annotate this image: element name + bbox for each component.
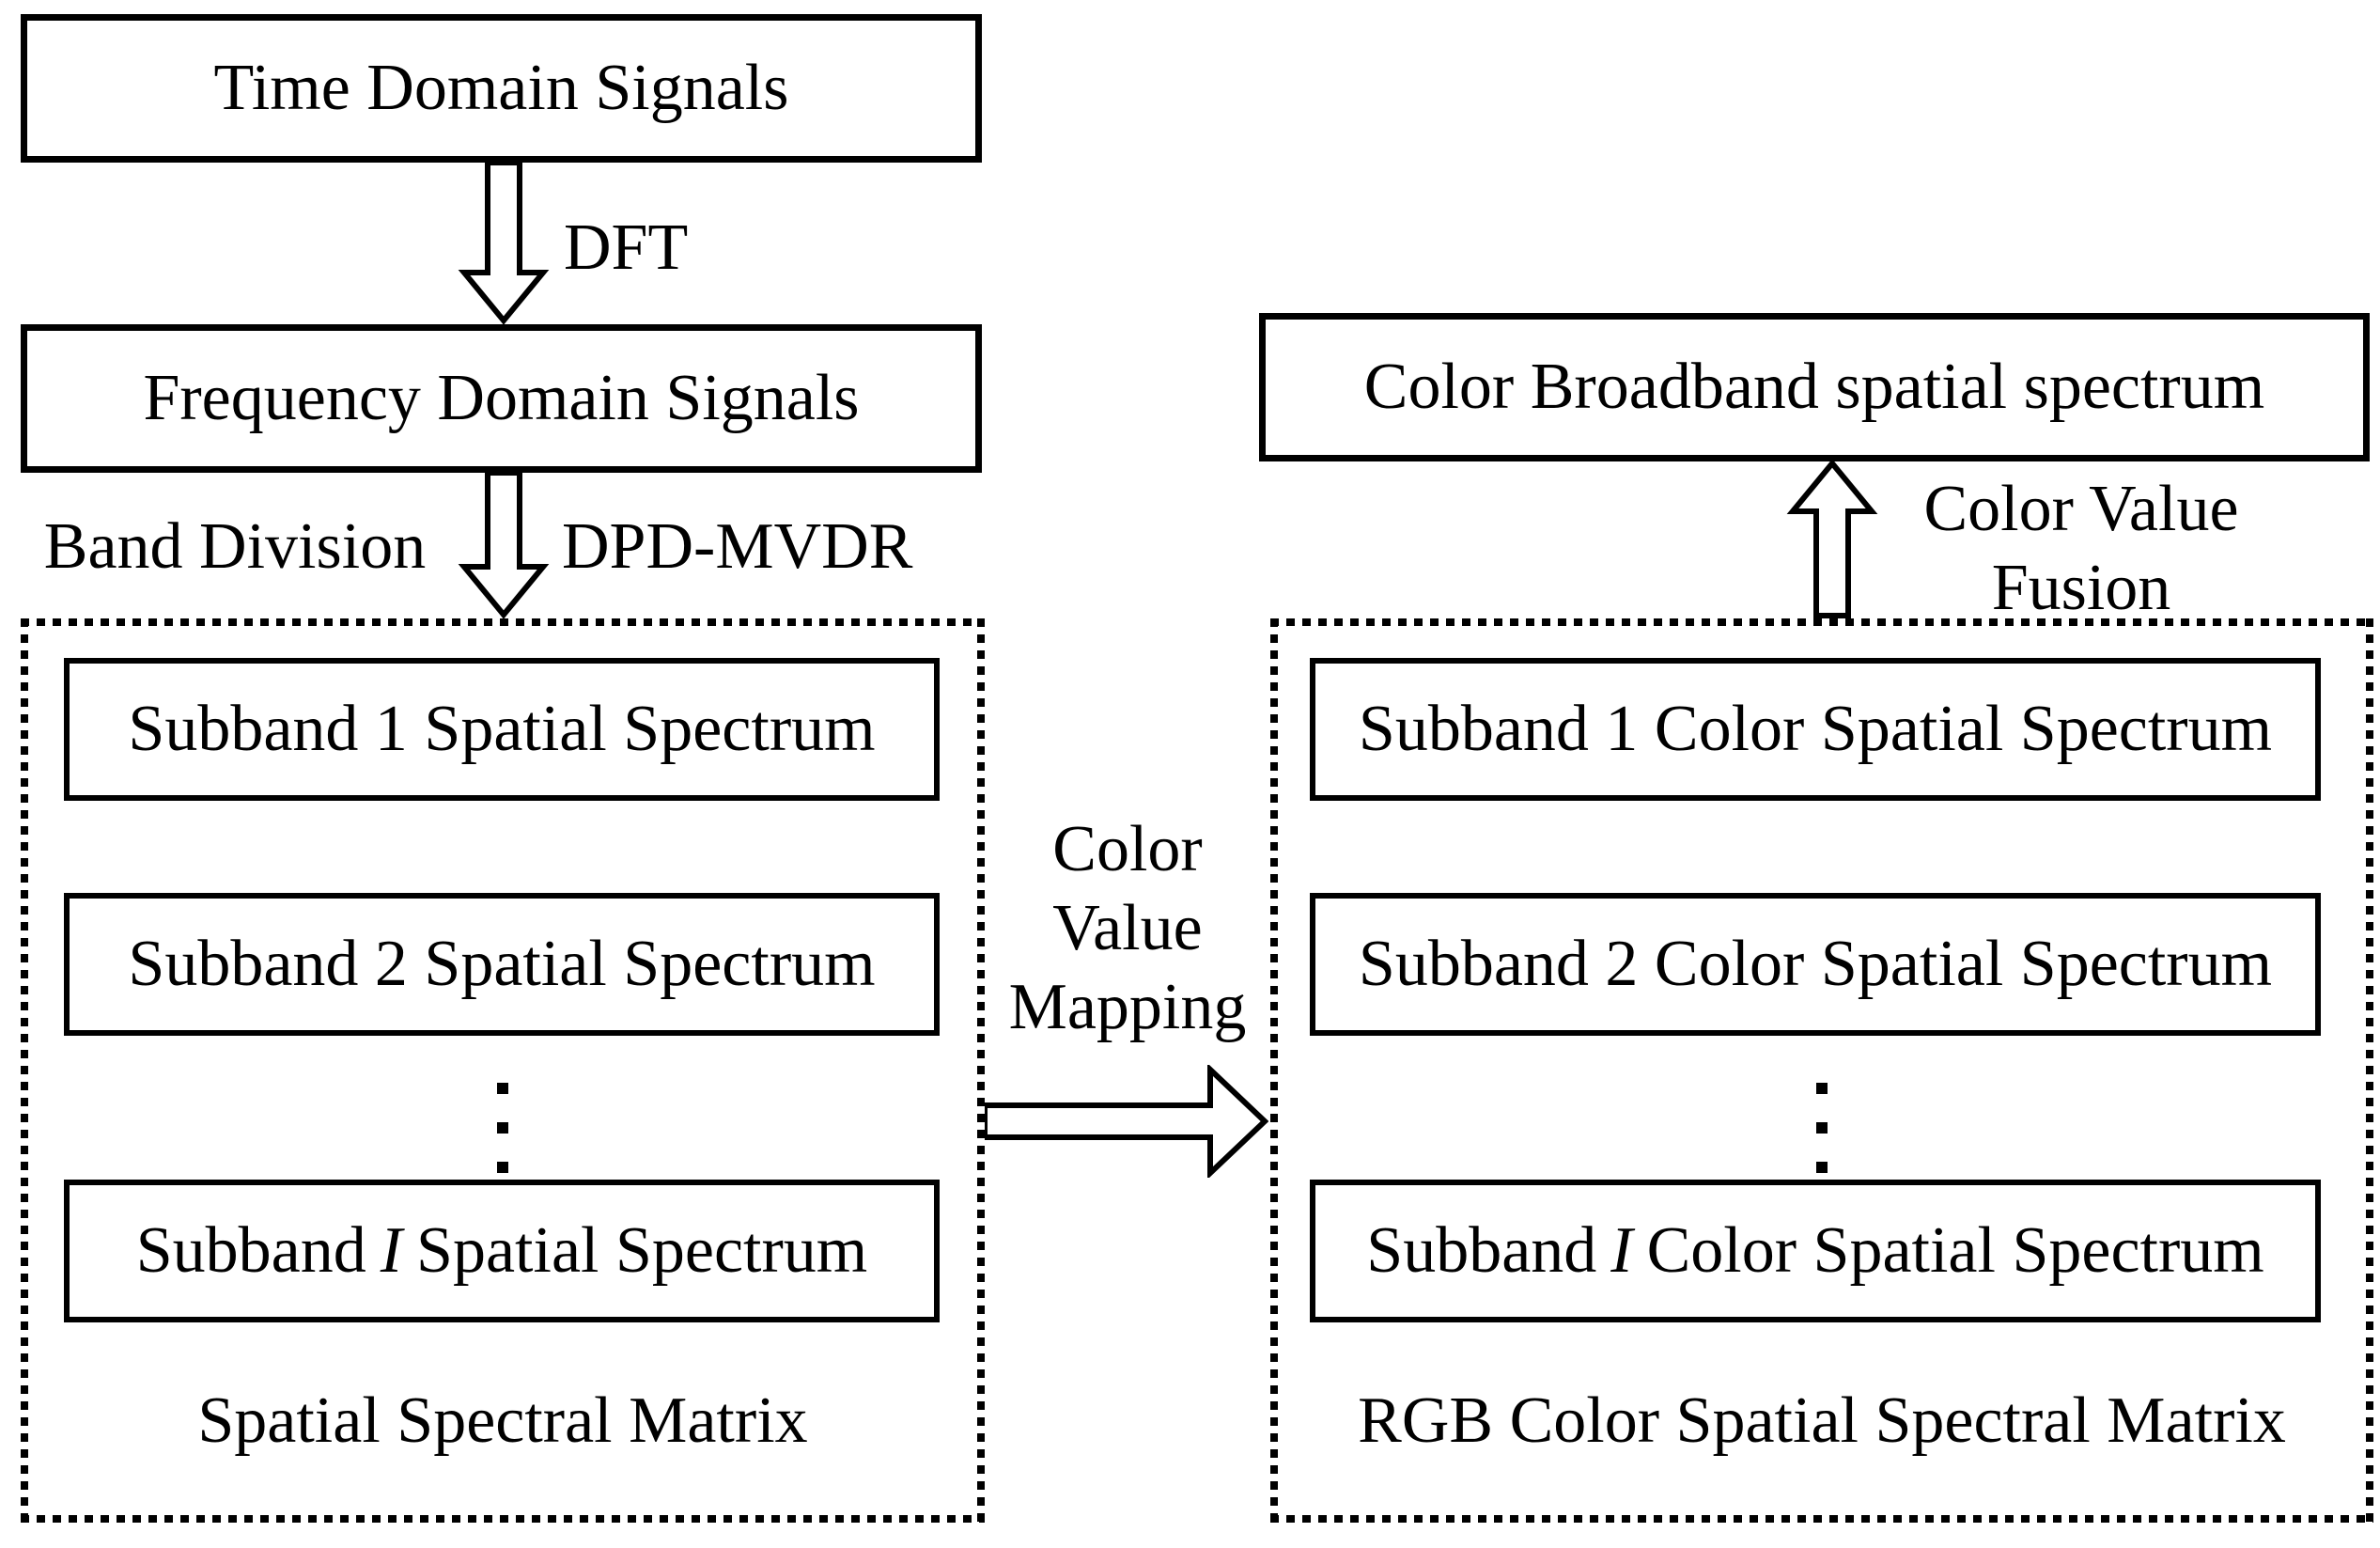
color-broadband-spatial-spectrum-label: Color Broadband spatial spectrum	[1363, 351, 2265, 424]
subband-2-spatial-spectrum-label: Subband 2 Spatial Spectrum	[128, 928, 876, 1001]
subband-1-color-spatial-spectrum-box: Subband 1 Color Spatial Spectrum	[1310, 658, 2321, 801]
subband-i-suffix: Spatial Spectrum	[416, 1214, 868, 1288]
fusion-line-1: Color Value	[1923, 473, 2239, 545]
subband-i-color-suffix: Color Spatial Spectrum	[1646, 1214, 2264, 1288]
subband-i-color-prefix: Subband	[1366, 1214, 1597, 1288]
dft-label: DFT	[564, 211, 689, 284]
subband-2-color-spatial-spectrum-label: Subband 2 Color Spatial Spectrum	[1358, 928, 2273, 1001]
subband-2-spatial-spectrum-box: Subband 2 Spatial Spectrum	[64, 893, 940, 1036]
subband-i-prefix: Subband	[135, 1214, 366, 1288]
ellipsis-dot	[1816, 1122, 1828, 1134]
subband-1-color-spatial-spectrum-label: Subband 1 Color Spatial Spectrum	[1358, 693, 2273, 766]
subband-1-spatial-spectrum-label: Subband 1 Spatial Spectrum	[128, 693, 876, 766]
subband-2-color-spatial-spectrum-box: Subband 2 Color Spatial Spectrum	[1310, 893, 2321, 1036]
ellipsis-dot	[1816, 1162, 1828, 1173]
vertical-ellipsis-icon	[1816, 1083, 1828, 1173]
subband-i-index: I	[380, 1214, 403, 1288]
dpd-mvdr-label: DPD-MVDR	[562, 510, 913, 583]
color-value-mapping-label: Color Value Mapping	[985, 810, 1270, 1047]
ellipsis-dot	[497, 1162, 508, 1173]
color-value-fusion-label: Color Value Fusion	[1879, 470, 2283, 628]
dft-arrow-icon	[458, 163, 550, 324]
subband-1-spatial-spectrum-box: Subband 1 Spatial Spectrum	[64, 658, 940, 801]
mapping-line-1: Color	[1052, 813, 1203, 885]
ellipsis-dot	[497, 1122, 508, 1134]
ellipsis-dot	[497, 1083, 508, 1094]
rgb-color-spatial-spectral-matrix-caption: RGB Color Spatial Spectral Matrix	[1358, 1384, 2286, 1457]
band-division-label: Band Division	[43, 510, 427, 583]
dpd-mvdr-arrow-icon	[458, 473, 550, 618]
mapping-line-3: Mapping	[1008, 971, 1247, 1043]
ellipsis-dot	[1816, 1083, 1828, 1094]
frequency-domain-signals-label: Frequency Domain Signals	[143, 362, 860, 435]
spatial-spectral-matrix-caption: Spatial Spectral Matrix	[197, 1384, 808, 1457]
vertical-ellipsis-icon	[497, 1083, 508, 1173]
color-broadband-spatial-spectrum-box: Color Broadband spatial spectrum	[1259, 313, 2370, 461]
subband-i-color-index: I	[1610, 1214, 1633, 1288]
mapping-line-2: Value	[1052, 892, 1203, 964]
fusion-line-2: Fusion	[1991, 552, 2171, 624]
color-fusion-arrow-icon	[1786, 460, 1878, 618]
time-domain-signals-box: Time Domain Signals	[21, 14, 982, 163]
frequency-domain-signals-box: Frequency Domain Signals	[21, 324, 982, 473]
time-domain-signals-label: Time Domain Signals	[213, 52, 789, 125]
color-mapping-arrow-icon	[985, 1065, 1268, 1178]
